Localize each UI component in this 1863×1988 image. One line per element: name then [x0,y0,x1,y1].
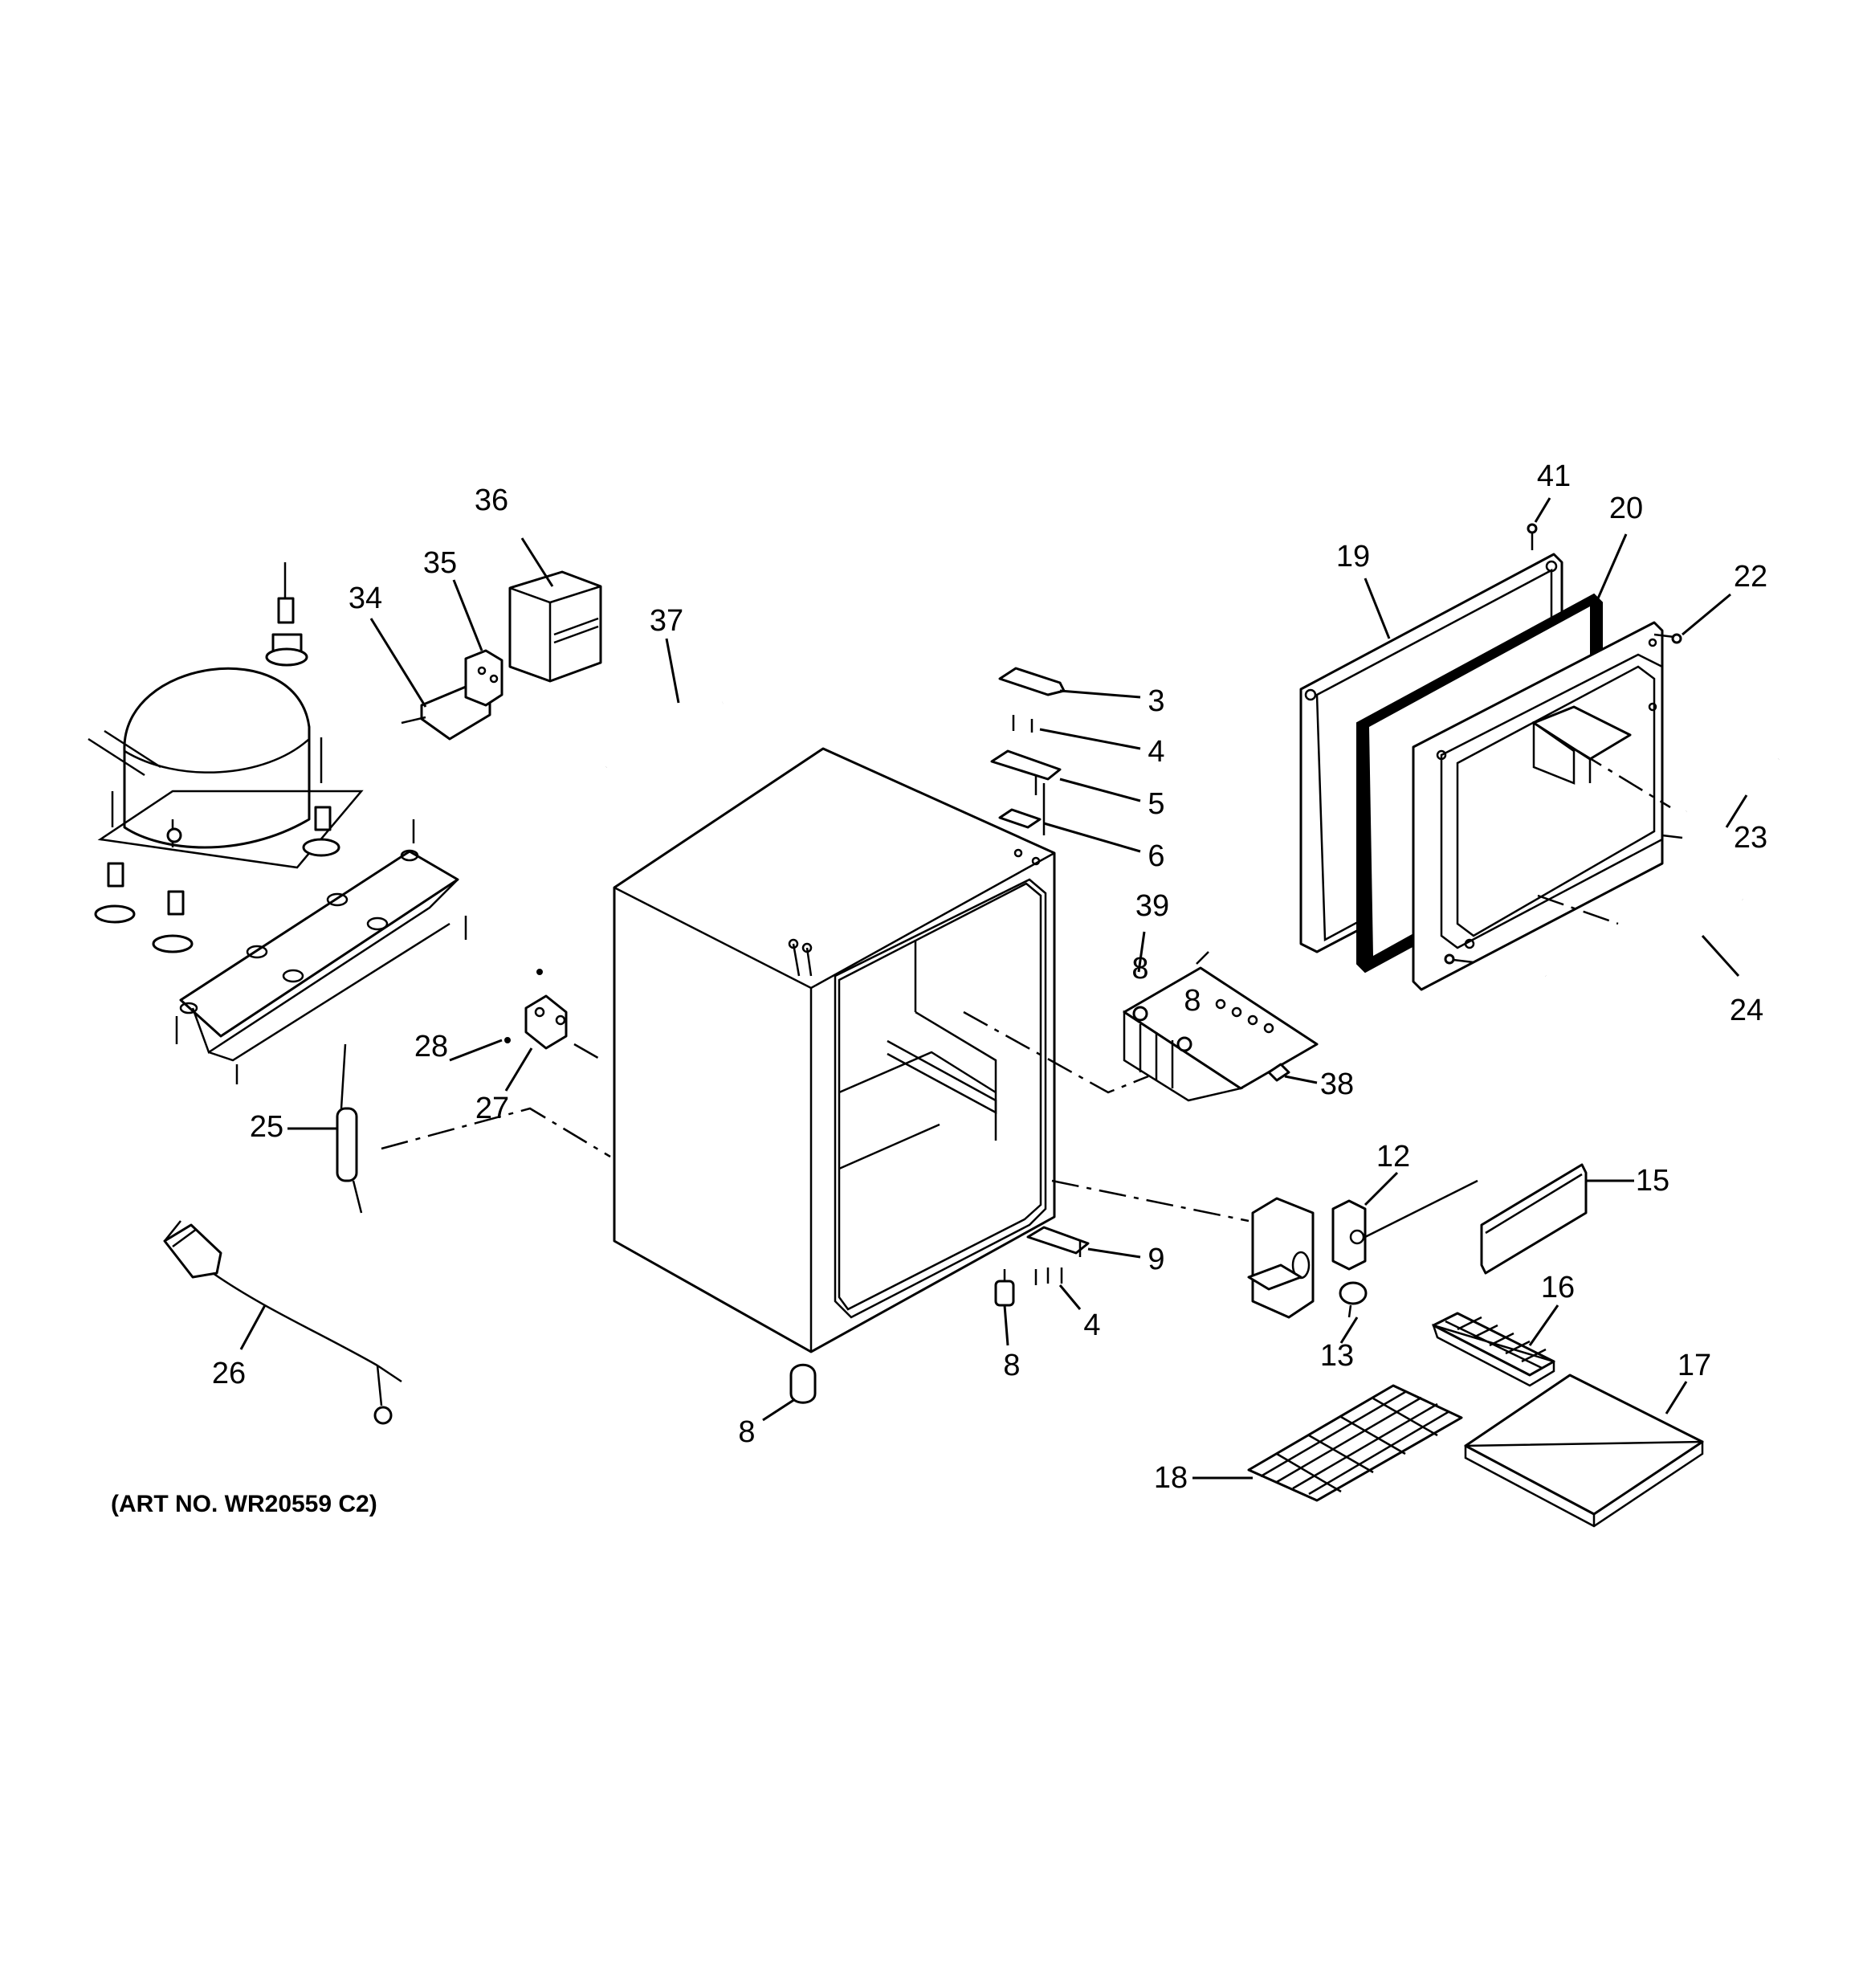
label-6: 6 [1148,839,1164,873]
evaporator-cover [1123,951,1319,1102]
label-20: 20 [1609,492,1643,525]
label-12: 12 [1376,1140,1410,1174]
label-25: 25 [250,1110,283,1144]
label-5: 5 [1148,787,1164,821]
label-8-tray-a: 8 [1131,952,1148,986]
terminal-block [504,969,568,1050]
top-hinge-parts [990,667,1066,835]
power-cord [163,1220,402,1425]
label-8-leg: 8 [1003,1349,1020,1382]
label-8-bottom: 8 [738,1415,755,1449]
label-38: 38 [1320,1067,1354,1101]
label-8-tray-b: 8 [1184,984,1201,1018]
label-39: 39 [1135,889,1169,923]
label-37: 37 [650,604,683,638]
label-26: 26 [212,1357,246,1390]
label-16: 16 [1541,1271,1575,1304]
drip-tray [1464,1374,1704,1528]
label-35: 35 [423,546,457,580]
bottom-hinge [1026,1226,1090,1285]
door-screws [1444,523,1683,965]
label-22: 22 [1734,560,1767,594]
shelf-flap [1480,1163,1588,1275]
leader-lines [239,497,1748,1480]
label-23: 23 [1734,821,1767,855]
filter-drier [336,1043,363,1214]
label-17: 17 [1678,1349,1711,1382]
door-assembly [1299,553,1664,991]
wire-shelf [1247,1384,1463,1502]
label-15: 15 [1636,1164,1669,1198]
label-36: 36 [475,484,508,517]
assembly-lines [381,749,1671,1223]
door-bar [1544,888,1744,999]
label-19: 19 [1336,540,1370,574]
compressor-mounting-base [175,819,467,1084]
label-41: 41 [1537,459,1571,493]
art-number: (ART NO. WR20559 C2) [111,1491,377,1517]
label-9: 9 [1148,1243,1164,1276]
label-18: 18 [1154,1461,1188,1495]
label-13: 13 [1320,1339,1354,1373]
label-4-top: 4 [1148,735,1164,769]
relay-overload-parts [401,570,602,741]
label-3: 3 [1148,684,1164,718]
cabinet [613,747,1056,1353]
label-24: 24 [1730,994,1763,1027]
label-27: 27 [475,1092,509,1125]
door-rod [1685,757,1780,814]
control-box [1247,1179,1478,1319]
callout-labels: 41 20 19 22 23 24 3 4 5 6 39 8 8 38 12 1… [111,459,1767,1517]
compressor-assembly [88,562,364,953]
drain-tube [605,700,724,769]
label-4-bottom: 4 [1083,1308,1100,1342]
label-28: 28 [414,1030,448,1063]
label-34: 34 [349,582,382,615]
ice-cube-tray [1432,1312,1555,1387]
